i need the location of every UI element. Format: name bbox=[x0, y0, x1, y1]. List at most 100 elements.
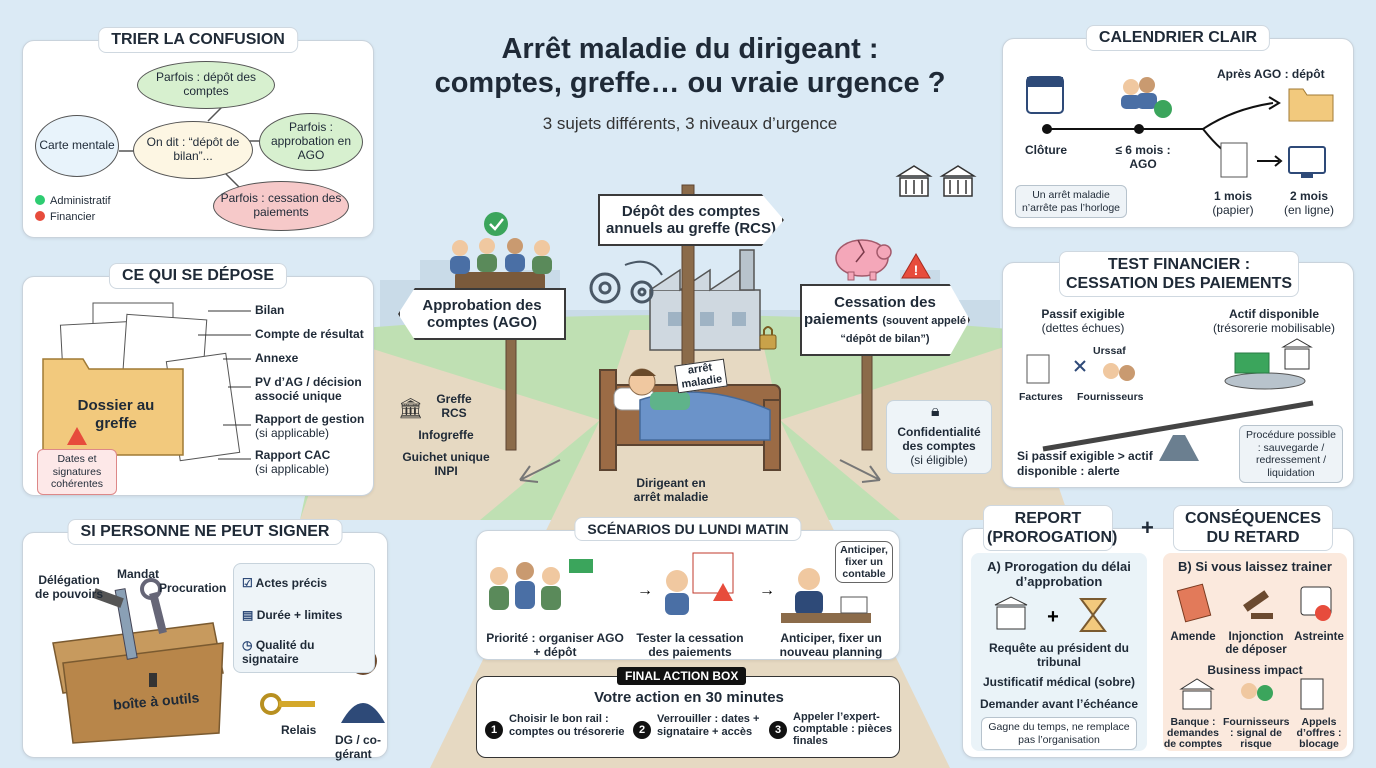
b-title: B) Si vous laissez trainer bbox=[1178, 559, 1332, 574]
greffe-rcs: Greffe RCS bbox=[436, 392, 472, 420]
delay-online: 2 mois (en ligne) bbox=[1277, 189, 1341, 217]
cloture: Clôture bbox=[1025, 143, 1067, 157]
report-col-b: B) Si vous laissez trainer Amende Injonc… bbox=[1163, 553, 1347, 751]
factures: Factures bbox=[1019, 391, 1063, 403]
label-dg: DG / co-gérant bbox=[335, 733, 382, 761]
timeline-illustration bbox=[1026, 76, 1334, 178]
report-plus: + bbox=[1141, 515, 1154, 540]
alerte: Si passif exigible > actif disponible : … bbox=[1017, 449, 1153, 478]
guichet-inpi: Guichet unique INPI bbox=[402, 450, 490, 478]
panel-scenarios: SCÉNARIOS DU LUNDI MATIN → → Priorité : … bbox=[476, 517, 900, 660]
scenario-bubble: Anticiper, fixer un contable bbox=[835, 541, 893, 583]
procedure-note: Procédure possible : sauvegarde / redres… bbox=[1239, 425, 1343, 484]
action-3-text: Appeler l’expert-comptable : pièces fina… bbox=[793, 711, 893, 747]
greffe-block: 🏛︎ Greffe RCS Infogreffe Guichet unique … bbox=[398, 392, 494, 478]
b-appels: Appels d’offres : blocage bbox=[1296, 716, 1342, 750]
horloge-note: Un arrêt maladie n’arrête pas l’horloge bbox=[1015, 185, 1127, 219]
final-tag: FINAL ACTION BOX bbox=[617, 667, 747, 685]
mindmap-center: On dit : “dépôt de bilan”... bbox=[133, 121, 253, 179]
test-heading-a: TEST FINANCIER : bbox=[1107, 256, 1251, 273]
a-demander: Demander avant l’échéance bbox=[979, 697, 1139, 711]
passif: Passif exigible (dettes échues) bbox=[1023, 307, 1143, 335]
delay-paper-mode: (papier) bbox=[1212, 203, 1254, 217]
a-note: Gagne du temps, ne remplace pas l’organi… bbox=[981, 717, 1137, 751]
panel-calendrier-heading: CALENDRIER CLAIR bbox=[1085, 25, 1271, 51]
item-rapport-cac-note: (si applicable) bbox=[255, 462, 330, 476]
final-action-box: FINAL ACTION BOX Votre action en 30 minu… bbox=[476, 667, 900, 758]
panel-report: REPORT (PROROGATION) + CONSÉQUENCES DU R… bbox=[962, 505, 1354, 758]
signer-checklist: ☑ Actes précis ▤ Durée + limites ◷ Quali… bbox=[233, 563, 375, 673]
panel-depose-heading: CE QUI SE DÉPOSE bbox=[108, 263, 288, 289]
action-3: 3 Appeler l’expert-comptable : pièces fi… bbox=[769, 711, 897, 747]
apres-ago: Après AGO : dépôt bbox=[1217, 67, 1325, 81]
passif-label: Passif exigible bbox=[1041, 307, 1125, 321]
delay-paper-months: 1 mois bbox=[1213, 189, 1252, 203]
b-impact: Business impact bbox=[1207, 663, 1303, 677]
b-injonction: Injonction de déposer bbox=[1225, 631, 1287, 656]
label-relais: Relais bbox=[281, 723, 317, 737]
sign-approbation: Approbation des comptes (AGO) bbox=[398, 288, 566, 340]
sign-depot-comptes: Dépôt des comptes annuels au greffe (RCS… bbox=[598, 194, 784, 246]
item-annexe: Annexe bbox=[255, 351, 299, 365]
check-actes: ☑ Actes précis bbox=[242, 576, 328, 590]
six-mois: ≤ 6 mois : AGO bbox=[1115, 143, 1171, 171]
confid-block: 🔒︎ Confidentialité des comptes (si éligi… bbox=[886, 400, 992, 474]
delay-online-mode: (en ligne) bbox=[1283, 203, 1335, 217]
check-icon: ☑ bbox=[242, 576, 253, 590]
scenario-2: Tester la cessation des paiements bbox=[636, 631, 744, 659]
item-compte: Compte de résultat bbox=[255, 327, 364, 341]
consequences-heading: CONSÉQUENCES DU RETARD bbox=[1173, 505, 1333, 551]
panel-test-heading: TEST FINANCIER : CESSATION DES PAIEMENTS bbox=[1059, 251, 1299, 297]
scenario-illustrations: → → bbox=[489, 552, 871, 623]
infogreffe: Infogreffe bbox=[418, 428, 474, 442]
urssaf: Urssaf bbox=[1093, 345, 1126, 357]
b-banque: Banque : demandes de comptes bbox=[1163, 716, 1223, 750]
panel-signer-heading: SI PERSONNE NE PEUT SIGNER bbox=[67, 519, 343, 545]
item-pv: PV d’AG / décision associé unique bbox=[255, 375, 362, 403]
scenario-1: Priorité : organiser AGO + dépôt bbox=[486, 631, 624, 659]
delay-online-months: 2 mois bbox=[1289, 189, 1328, 203]
balance-illustration bbox=[1026, 338, 1314, 461]
a-justificatif: Justificatif médical (sobre) bbox=[982, 675, 1136, 689]
fournisseurs: Fournisseurs bbox=[1077, 391, 1144, 403]
item-rapport-gestion: Rapport de gestion bbox=[255, 412, 365, 426]
panel-depose: CE QUI SE DÉPOSE Dossier au greffe Dates… bbox=[22, 263, 374, 496]
svg-text:→: → bbox=[759, 582, 775, 599]
a-title: A) Prorogation du délai d’approbation bbox=[987, 559, 1131, 589]
action-2: 2 Verrouiller : dates + signataire + acc… bbox=[633, 713, 761, 739]
panel-signer: SI PERSONNE NE PEUT SIGNER Délégation de… bbox=[22, 519, 388, 761]
b-astreinte: Astreinte bbox=[1294, 631, 1344, 643]
a-requete: Requête au président du tribunal bbox=[988, 641, 1130, 669]
check-qualite: ◷ Qualité du signataire bbox=[242, 638, 315, 666]
panel-calendrier: CALENDRIER CLAIR Après AGO : dépôt Clôtu… bbox=[1002, 25, 1354, 228]
id-card-icon: ▤ bbox=[242, 608, 254, 622]
panel-test: TEST FINANCIER : CESSATION DES PAIEMENTS… bbox=[1002, 251, 1354, 488]
report-col-a: A) Prorogation du délai d’approbation + … bbox=[971, 553, 1147, 751]
item-rapport-cac: Rapport CAC bbox=[255, 448, 331, 462]
sign-cessation-b: paiements bbox=[803, 311, 879, 329]
test-heading-b: CESSATION DES PAIEMENTS bbox=[1065, 275, 1293, 292]
legend-fin: Financier bbox=[50, 211, 96, 223]
lock-icon: 🔒︎ bbox=[931, 403, 940, 420]
legend-admin: Administratif bbox=[50, 195, 111, 207]
mindmap-carte: Carte mentale bbox=[35, 115, 119, 177]
passif-sub: (dettes échues) bbox=[1041, 321, 1125, 335]
action-1-num: 1 bbox=[485, 721, 503, 739]
action-2-num: 2 bbox=[633, 721, 651, 739]
actif: Actif disponible (trésorerie mobilisable… bbox=[1199, 307, 1349, 335]
scenario-3: Anticiper, fixer un nouveau planning bbox=[779, 631, 883, 659]
legend-admin-dot bbox=[35, 195, 45, 205]
sign-cessation: Cessation des paiements (souvent appelé … bbox=[800, 284, 970, 356]
svg-text:+: + bbox=[1047, 606, 1059, 628]
warning-note: Dates et signatures cohérentes bbox=[37, 449, 117, 495]
report-heading: REPORT (PROROGATION) bbox=[983, 505, 1117, 551]
documents-illustration bbox=[42, 302, 251, 462]
label-mandat: Mandat bbox=[117, 567, 159, 581]
consequence-icons bbox=[1176, 583, 1332, 710]
clock-icon: ◷ bbox=[242, 638, 253, 652]
b-fournisseurs: Fournisseurs : signal de risque bbox=[1223, 716, 1290, 750]
sign-cessation-a: Cessation des bbox=[834, 294, 936, 312]
legend: Administratif Financier bbox=[35, 193, 111, 225]
confid-label: Confidentialité des comptes bbox=[897, 425, 981, 453]
legend-fin-dot bbox=[35, 211, 45, 221]
